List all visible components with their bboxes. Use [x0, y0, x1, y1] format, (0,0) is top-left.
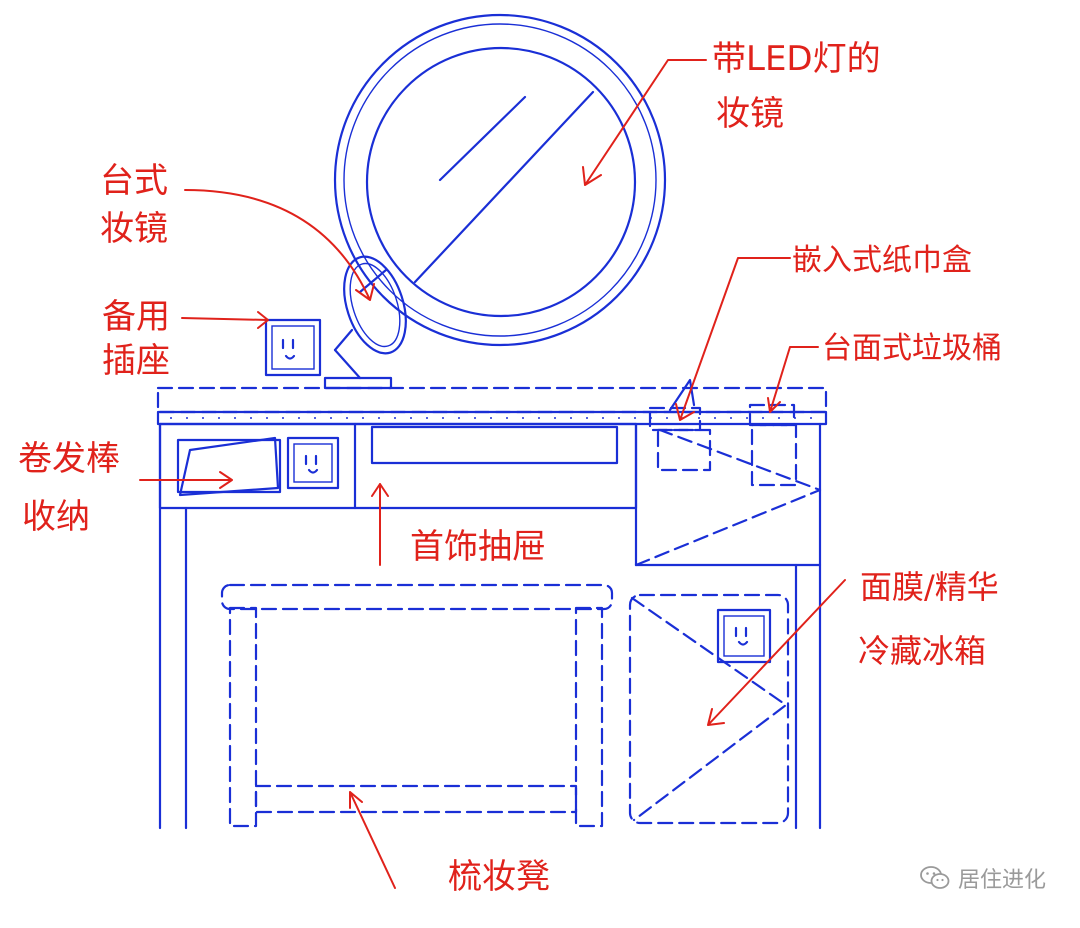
- label-curler-1: 卷发棒: [18, 439, 120, 479]
- label-tissue-box: 嵌入式纸巾盒: [792, 243, 972, 278]
- label-desk-mirror-1: 台式: [100, 161, 168, 201]
- fridge: [628, 593, 790, 825]
- watermark-text: 居住进化: [957, 868, 1046, 893]
- label-led-mirror-1: 带LED灯的: [712, 39, 881, 79]
- vanity-body: [158, 422, 822, 830]
- wechat-icon: [920, 866, 950, 889]
- spare-outlet: [264, 318, 322, 377]
- curler-storage: [176, 436, 340, 497]
- label-desk-mirror-2: 妆镜: [100, 209, 168, 249]
- stool: [220, 583, 614, 828]
- trash-bin: [748, 403, 798, 487]
- label-jewelry-drawer: 首饰抽屉: [410, 527, 546, 567]
- desk-mirror: [323, 255, 407, 390]
- led-mirror: [333, 13, 667, 347]
- label-spare-outlet-2: 插座: [102, 341, 170, 381]
- countertop: [156, 386, 828, 426]
- label-stool: 梳妆凳: [448, 857, 550, 897]
- tissue-box: [648, 378, 712, 472]
- label-fridge-2: 冷藏冰箱: [858, 632, 986, 670]
- watermark: 居住进化: [920, 862, 1046, 894]
- label-fridge-1: 面膜/精华: [860, 568, 999, 606]
- annotation-leaders: [139, 59, 846, 889]
- label-curler-2: 收纳: [22, 497, 90, 537]
- label-led-mirror-2: 妆镜: [716, 94, 784, 134]
- label-trash-bin: 台面式垃圾桶: [822, 331, 1002, 366]
- label-spare-outlet-1: 备用: [102, 297, 170, 337]
